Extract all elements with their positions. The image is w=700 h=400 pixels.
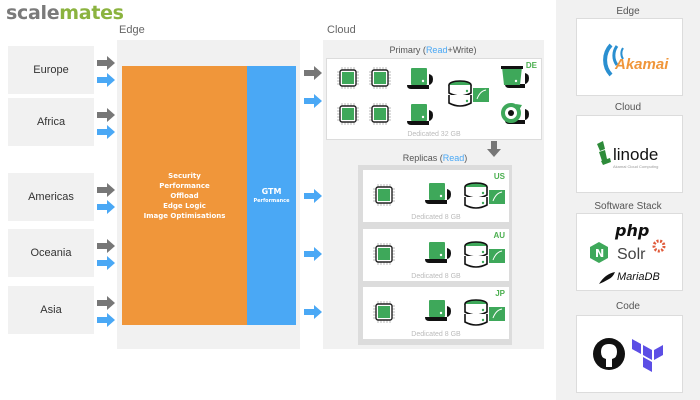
region-americas: Americas	[8, 173, 94, 221]
database-icon	[464, 241, 505, 268]
feature-image-optimisations: Image Optimisations	[143, 211, 226, 220]
database-icon	[464, 182, 505, 209]
memory-label: Dedicated 8 GB	[411, 331, 461, 338]
gray-arrow-icon	[97, 296, 115, 310]
memory-label: Dedicated 8 GB	[411, 273, 461, 280]
storage-cloud-icon	[407, 68, 433, 89]
gtm-subtitle: Performance	[253, 198, 290, 204]
svg-text:Akamai: Akamai	[614, 56, 669, 73]
cpu-icon	[369, 67, 391, 89]
mariadb-logo: MariaDB	[617, 271, 660, 283]
feature-performance: Performance	[159, 181, 210, 190]
cpu-icon	[373, 243, 395, 265]
feature-security: Security	[168, 171, 201, 180]
blue-arrow-icon	[97, 256, 115, 270]
replicas-title: Replicas (Read)	[402, 153, 468, 163]
edge-section-label: Edge	[119, 24, 145, 36]
sidebar-label-edge: Edge	[616, 6, 640, 17]
blue-arrow-icon	[304, 305, 322, 319]
cpu-icon	[369, 103, 391, 125]
sidebar-label-cloud: Cloud	[614, 102, 642, 113]
storage-cloud-icon	[425, 183, 451, 204]
cpu-icon	[373, 184, 395, 206]
sidebar-label-code: Code	[616, 301, 640, 312]
mariadb-seal-icon	[599, 272, 615, 284]
replica-card-au: AU Dedicated 8 GB	[362, 228, 510, 282]
code-card	[576, 315, 683, 393]
database-icon	[448, 80, 489, 107]
linode-logo: linode Akamai Cloud Computing	[597, 141, 658, 169]
region-tag: AU	[493, 231, 505, 240]
blue-arrow-icon	[97, 200, 115, 214]
region-tag: JP	[495, 289, 505, 298]
svg-text:Akamai Cloud Computing: Akamai Cloud Computing	[613, 164, 658, 169]
storage-cloud-icon	[407, 104, 433, 125]
gray-arrow-icon	[97, 108, 115, 122]
cloud-section-label: Cloud	[327, 24, 356, 36]
feature-edge-logic: Edge Logic	[163, 201, 206, 210]
cpu-icon	[337, 103, 359, 125]
primary-server-card: DE Dedicated 32 GB	[326, 58, 542, 140]
region-oceania: Oceania	[8, 229, 94, 277]
region-asia: Asia	[8, 286, 94, 334]
akamai-card: Akamai	[576, 18, 683, 96]
gtm-block: GTM Performance	[247, 66, 296, 325]
gray-arrow-icon	[97, 239, 115, 253]
gray-arrow-icon	[97, 183, 115, 197]
edge-features-block: Security Performance Offload Edge Logic …	[122, 66, 247, 325]
storage-cloud-icon	[425, 300, 451, 321]
region-tag: DE	[525, 61, 537, 70]
blue-arrow-icon	[304, 189, 322, 203]
storage-cloud-icon	[425, 242, 451, 263]
svg-text:N: N	[595, 247, 604, 260]
backup-icon	[501, 103, 529, 124]
replica-card-us: US Dedicated 8 GB	[362, 169, 510, 223]
object-storage-icon	[501, 66, 529, 88]
github-icon	[593, 338, 625, 370]
svg-text:linode: linode	[613, 145, 658, 164]
gray-arrow-icon	[304, 66, 322, 80]
database-icon	[464, 299, 505, 326]
gray-arrow-icon	[97, 56, 115, 70]
primary-title: Primary (Read+Write)	[389, 45, 477, 55]
replica-card-jp: JP Dedicated 8 GB	[362, 286, 510, 340]
linode-card: linode Akamai Cloud Computing	[576, 115, 683, 193]
region-europe: Europe	[8, 46, 94, 94]
nginx-logo	[590, 242, 608, 263]
php-logo: php	[614, 221, 649, 240]
cpu-icon	[337, 67, 359, 89]
scalemates-logo: scalemates	[6, 2, 124, 24]
region-africa: Africa	[8, 98, 94, 146]
blue-arrow-icon	[97, 125, 115, 139]
gtm-title: GTM	[261, 187, 282, 196]
memory-label: Dedicated 32 GB	[407, 131, 461, 138]
software-stack-card: php N Solr MariaDB	[576, 213, 683, 291]
down-arrow-icon	[487, 141, 501, 157]
blue-arrow-icon	[304, 247, 322, 261]
region-tag: US	[493, 172, 505, 181]
akamai-logo: Akamai	[603, 43, 669, 77]
solr-logo: Solr	[617, 246, 646, 263]
blue-arrow-icon	[304, 94, 322, 108]
blue-arrow-icon	[97, 73, 115, 87]
memory-label: Dedicated 8 GB	[411, 214, 461, 221]
sidebar-label-software-stack: Software Stack	[594, 201, 662, 212]
terraform-icon	[632, 339, 663, 372]
blue-arrow-icon	[97, 313, 115, 327]
cpu-icon	[373, 301, 395, 323]
feature-offload: Offload	[170, 191, 199, 200]
software-stack-logos: php N Solr MariaDB	[590, 221, 666, 284]
